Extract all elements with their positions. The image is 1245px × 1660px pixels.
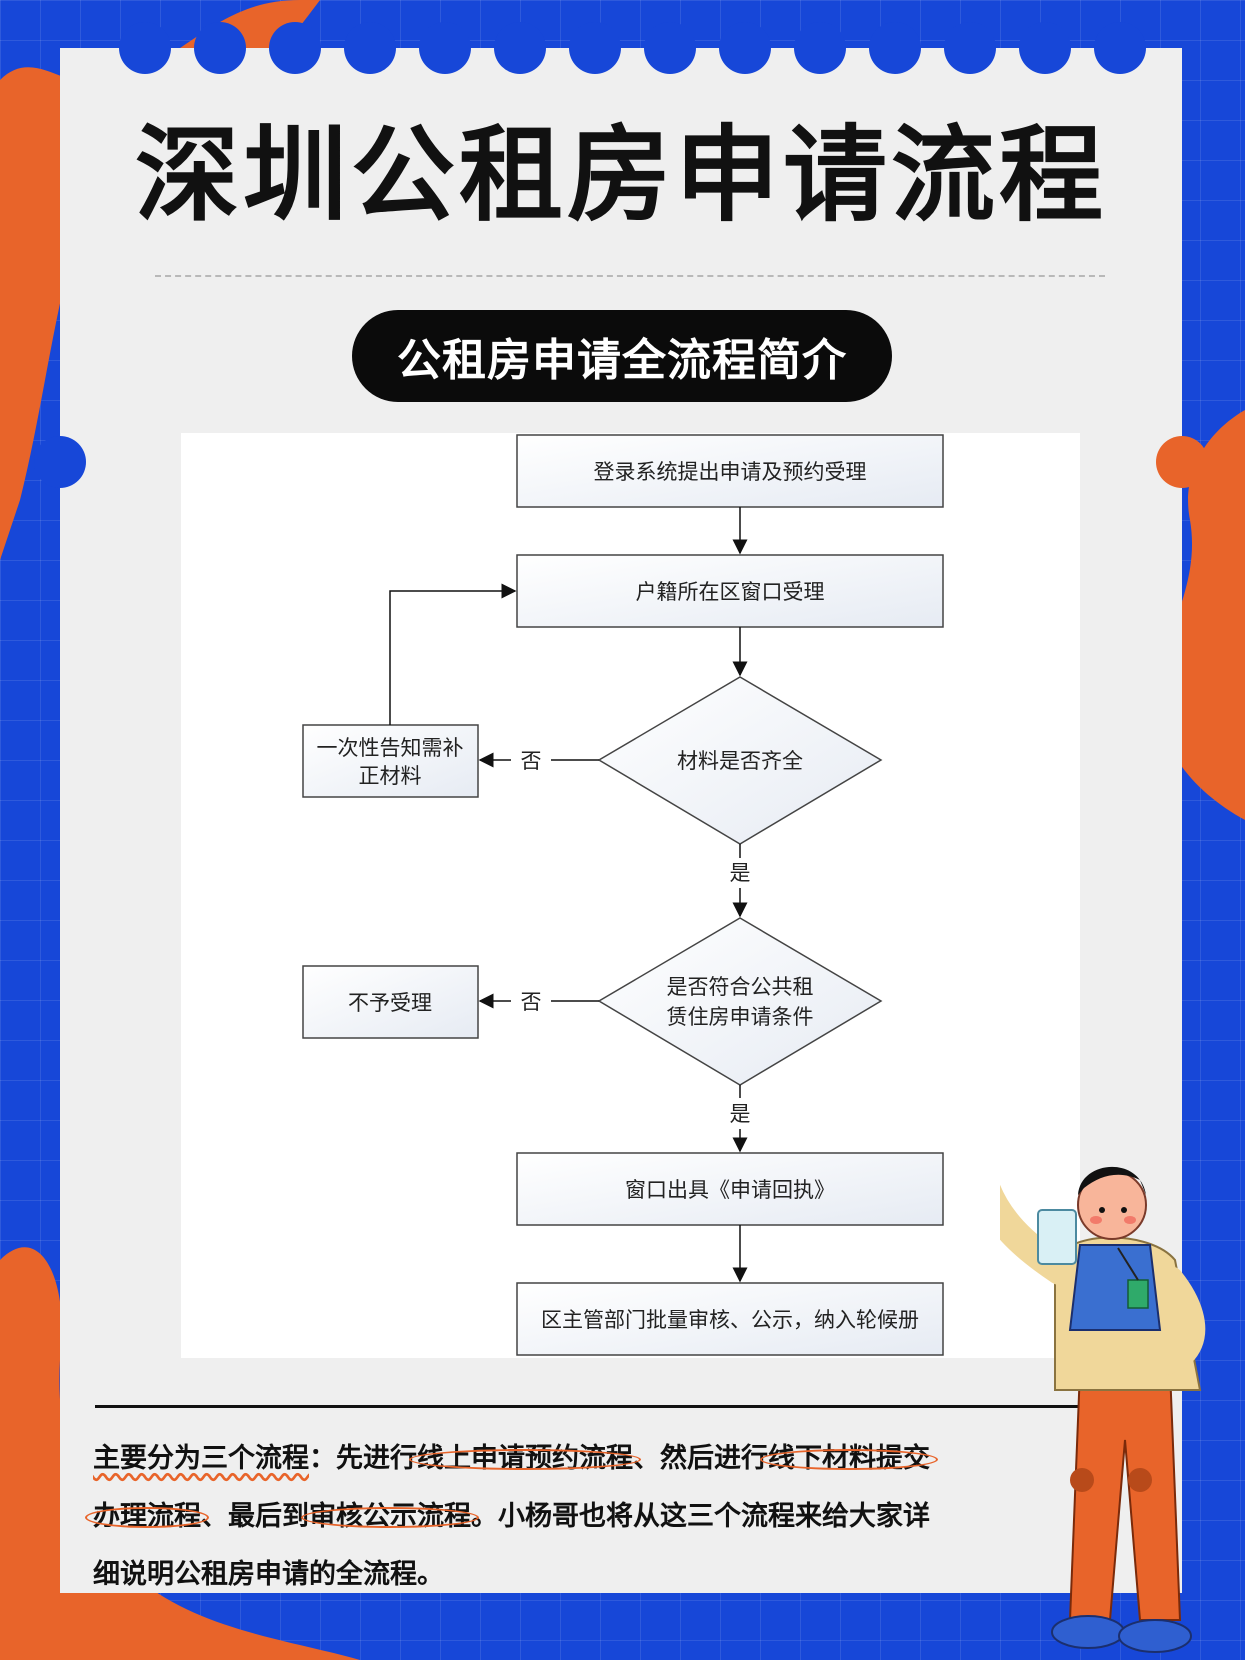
page-title: 深圳公租房申请流程	[134, 114, 1107, 236]
desc-text: ：先进行	[309, 1443, 417, 1474]
flow-box-supplement	[302, 724, 479, 798]
desc-text: 、最后到	[201, 1501, 309, 1532]
scallop	[494, 22, 546, 74]
side-notch-left	[34, 436, 86, 488]
flow-text-window: 户籍所在区窗口受理	[636, 580, 825, 604]
flow-text-review: 区主管部门批量审核、公示，纳入轮候册	[541, 1308, 919, 1332]
scallop	[869, 22, 921, 74]
flow-box-review	[516, 1282, 944, 1356]
scallop	[569, 22, 621, 74]
flow-text-reject: 不予受理	[348, 991, 432, 1015]
flowchart: 登录系统提出申请及预约受理 户籍所在区窗口受理 材料是否齐全 一次性告知需补 正…	[181, 433, 1080, 1358]
side-notch-right	[1156, 436, 1208, 488]
flow-text-supplement-1: 一次性告知需补	[317, 736, 464, 760]
flow-label-yes-2: 是	[730, 1102, 751, 1126]
person-pointing-icon	[1000, 1166, 1206, 1653]
scallop	[794, 22, 846, 74]
desc-text: 细说明公租房申请的全流程。	[93, 1559, 444, 1590]
desc-text: 。小杨哥也将从这三个流程来给大家详	[471, 1501, 930, 1532]
flow-text-eligibility-2: 赁住房申请条件	[667, 1005, 814, 1029]
scallop	[1094, 22, 1146, 74]
flow-text-receipt: 窗口出具《申请回执》	[625, 1178, 835, 1202]
divider-dashed	[155, 275, 1105, 277]
flow-decision-eligibility	[597, 917, 883, 1086]
flow-text-eligibility-1: 是否符合公共租	[667, 975, 814, 999]
scallop	[344, 22, 396, 74]
desc-highlight-summary: 主要分为三个流程	[93, 1443, 309, 1474]
desc-circled-offline-2: 办理流程	[93, 1501, 201, 1532]
flow-text-supplement-2: 正材料	[359, 764, 422, 788]
description-paragraph: 主要分为三个流程：先进行线上申请预约流程、然后进行线下材料提交 办理流程、最后到…	[93, 1430, 1033, 1604]
desc-circled-review: 审核公示流程	[309, 1501, 471, 1532]
desc-circled-offline: 线下材料提交	[768, 1443, 930, 1474]
scallop	[269, 22, 321, 74]
scallop	[119, 22, 171, 74]
scallop	[194, 22, 246, 74]
flow-box-receipt	[516, 1152, 944, 1226]
scallop	[719, 22, 771, 74]
desc-circled-online: 线上申请预约流程	[417, 1443, 633, 1474]
scallop	[944, 22, 996, 74]
flow-label-no-2: 否	[521, 990, 542, 1014]
scallop	[644, 22, 696, 74]
divider-solid	[95, 1405, 1105, 1408]
scallop	[1019, 22, 1071, 74]
flow-label-yes-1: 是	[730, 861, 751, 885]
flow-box-login	[516, 434, 944, 508]
flow-text-login: 登录系统提出申请及预约受理	[594, 460, 867, 484]
desc-text: 、然后进行	[633, 1443, 768, 1474]
flow-box-reject	[302, 965, 479, 1039]
subtitle-pill: 公租房申请全流程简介	[352, 310, 892, 402]
flow-text-materials: 材料是否齐全	[677, 749, 803, 773]
flow-box-window	[516, 554, 944, 628]
scallop	[419, 22, 471, 74]
flow-arrow-loop	[389, 583, 517, 725]
flow-label-no-1: 否	[521, 749, 542, 773]
